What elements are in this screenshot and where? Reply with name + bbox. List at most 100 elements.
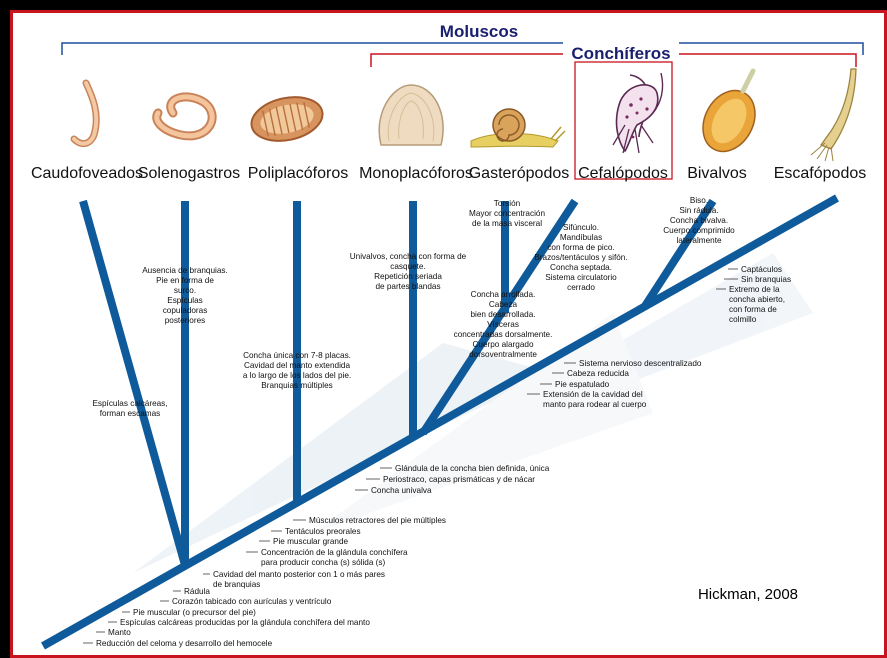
svg-text:Pie en forma de: Pie en forma de <box>156 276 214 285</box>
escafopodo-illustration <box>810 68 857 162</box>
svg-text:bien desarrollada.: bien desarrollada. <box>470 310 535 319</box>
taxon-poliplacoforos: Poliplacóforos <box>248 165 349 182</box>
svg-text:Sin rádula.: Sin rádula. <box>679 206 718 215</box>
main-trunk <box>41 194 839 650</box>
moluscos-bracket: Moluscos <box>61 21 864 55</box>
svg-text:Biso.: Biso. <box>690 196 708 205</box>
svg-text:lateralmente: lateralmente <box>676 236 722 245</box>
note-node-base: Cavidad del manto posterior con 1 o más … <box>96 570 385 648</box>
svg-text:Mandíbulas: Mandíbulas <box>560 233 602 242</box>
svg-text:Sistema circulatorio: Sistema circulatorio <box>545 273 617 282</box>
svg-text:casquete.: casquete. <box>390 262 426 271</box>
svg-text:Repetición seriada: Repetición seriada <box>374 272 442 281</box>
taxon-monoplacoforos: Monoplacóforos <box>359 165 473 182</box>
note-bivalvos: Biso. Sin rádula. Concha bivalva. Cuerpo… <box>663 196 735 245</box>
svg-text:Concha univalva: Concha univalva <box>371 486 432 495</box>
gasteropodo-illustration <box>470 108 566 148</box>
taxon-cefalopodos: Cefalópodos <box>578 165 668 182</box>
svg-text:surco.: surco. <box>174 286 196 295</box>
svg-text:Ausencia de branquias.: Ausencia de branquias. <box>142 266 228 275</box>
note-poliplacoforos: Concha única con 7-8 placas. Cavidad del… <box>243 351 351 390</box>
svg-text:Mayor concentración: Mayor concentración <box>469 209 545 218</box>
svg-text:concha abierto,: concha abierto, <box>729 295 785 304</box>
svg-text:cerrado: cerrado <box>567 283 595 292</box>
svg-text:dorsoventralmente: dorsoventralmente <box>469 350 537 359</box>
svg-text:copuladoras: copuladoras <box>163 306 208 315</box>
annotations: Ausencia de branquias. Pie en forma de s… <box>92 196 791 648</box>
svg-text:Cuerpo alargado: Cuerpo alargado <box>473 340 534 349</box>
svg-text:de branquias: de branquias <box>213 580 260 589</box>
svg-text:Tentáculos preorales: Tentáculos preorales <box>285 527 361 536</box>
svg-text:Cavidad del manto posterior co: Cavidad del manto posterior con 1 o más … <box>213 570 385 579</box>
svg-text:Pie muscular grande: Pie muscular grande <box>273 537 349 546</box>
svg-text:Pie muscular (o precursor del: Pie muscular (o precursor del pie) <box>133 608 256 617</box>
svg-text:Músculos retractores del pie m: Músculos retractores del pie múltiples <box>309 516 446 525</box>
svg-text:Pie espatulado: Pie espatulado <box>555 380 610 389</box>
note-node-conchifera: Glándula de la concha bien definida, úni… <box>371 464 550 495</box>
svg-text:Glándula de la concha bien def: Glándula de la concha bien definida, úni… <box>395 464 550 473</box>
svg-text:a lo largo de los lados del pi: a lo largo de los lados del pie. <box>243 371 351 380</box>
svg-text:con forma de: con forma de <box>729 305 777 314</box>
svg-text:Cuerpo comprimido: Cuerpo comprimido <box>663 226 735 235</box>
taxon-solenogastros: Solenogastros <box>138 165 240 182</box>
svg-text:Torsión: Torsión <box>494 199 521 208</box>
note-torsion: Torsión Mayor concentración de la masa v… <box>469 199 545 228</box>
annotation-ticks <box>83 268 738 644</box>
svg-text:Concha septada.: Concha septada. <box>550 263 612 272</box>
svg-text:posteriores: posteriores <box>165 316 206 325</box>
svg-text:Concha única con 7-8 placas.: Concha única con 7-8 placas. <box>243 351 351 360</box>
moluscos-label: Moluscos <box>440 22 518 41</box>
svg-text:Cavidad del manto extendida: Cavidad del manto extendida <box>244 361 351 370</box>
taxon-caudofoveados: Caudofoveados <box>31 165 143 182</box>
svg-text:Branquias múltiples: Branquias múltiples <box>261 381 332 390</box>
svg-text:Sistema nervioso descentraliza: Sistema nervioso descentralizado <box>579 359 702 368</box>
branch-cefalopodos-stem <box>419 198 579 436</box>
svg-text:Espículas calcáreas,: Espículas calcáreas, <box>92 399 167 408</box>
bivalvo-illustration <box>702 68 756 153</box>
svg-text:Cabeza reducida: Cabeza reducida <box>567 369 629 378</box>
note-monoplacoforos: Univalvos, concha con forma de casquete.… <box>350 252 467 291</box>
svg-text:Concentración de la glándula c: Concentración de la glándula conchífera <box>261 548 408 557</box>
svg-text:Vísceras: Vísceras <box>487 320 519 329</box>
poliplacoforo-illustration <box>250 96 324 142</box>
conchiferos-label: Conchíferos <box>571 44 670 63</box>
cefalopodos-highlight-box <box>574 61 673 180</box>
svg-text:Manto: Manto <box>108 628 131 637</box>
taxon-escafopodos: Escafópodos <box>774 165 867 182</box>
svg-text:Concha arrollada.: Concha arrollada. <box>471 290 536 299</box>
svg-text:Espículas: Espículas <box>167 296 203 305</box>
note-gasteropodos: Concha arrollada. Cabeza bien desarrolla… <box>454 290 553 359</box>
svg-text:Sifúnculo.: Sifúnculo. <box>563 223 599 232</box>
svg-text:concentradas dorsalmente.: concentradas dorsalmente. <box>454 330 553 339</box>
svg-text:Extremo de la: Extremo de la <box>729 285 780 294</box>
svg-text:Periostraco, capas prismáticas: Periostraco, capas prismáticas y de náca… <box>383 475 535 484</box>
svg-text:Espículas calcáreas producidas: Espículas calcáreas producidas por la gl… <box>120 618 370 627</box>
svg-text:colmillo: colmillo <box>729 315 757 324</box>
note-node-poliplac: Músculos retractores del pie múltiples T… <box>261 516 446 567</box>
note-escafopodos: Captáculos Sin branquias Extremo de la c… <box>729 265 791 324</box>
svg-text:Captáculos: Captáculos <box>741 265 782 274</box>
svg-text:Concha bivalva.: Concha bivalva. <box>670 216 728 225</box>
taxon-bivalvos: Bivalvos <box>687 165 747 182</box>
svg-text:Rádula: Rádula <box>184 587 210 596</box>
svg-text:forman escamas: forman escamas <box>100 409 161 418</box>
svg-text:Univalvos, concha con forma de: Univalvos, concha con forma de <box>350 252 467 261</box>
svg-text:con forma de pico.: con forma de pico. <box>547 243 614 252</box>
cladogram: Moluscos Conchíferos <box>31 21 867 650</box>
svg-text:Extensión de la cavidad del: Extensión de la cavidad del <box>543 390 643 399</box>
note-cefalopodos: Sifúnculo. Mandíbulas con forma de pico.… <box>534 223 627 292</box>
svg-text:de partes blandas: de partes blandas <box>375 282 440 291</box>
svg-text:manto para rodear al cuerpo: manto para rodear al cuerpo <box>543 400 647 409</box>
branch-caudofoveados <box>79 199 189 567</box>
conchiferos-bracket: Conchíferos <box>370 42 857 67</box>
tree-branches <box>41 194 839 650</box>
svg-text:Sin branquias: Sin branquias <box>741 275 791 284</box>
cefalopodo-illustration <box>612 72 664 154</box>
taxon-gasteropodos: Gasterópodos <box>469 165 570 182</box>
svg-text:de la masa visceral: de la masa visceral <box>472 219 542 228</box>
svg-text:Cabeza: Cabeza <box>489 300 518 309</box>
branch-bivalvos <box>641 198 717 309</box>
source-credit: Hickman, 2008 <box>698 586 798 603</box>
svg-text:Brazos/tentáculos y sifón.: Brazos/tentáculos y sifón. <box>534 253 627 262</box>
